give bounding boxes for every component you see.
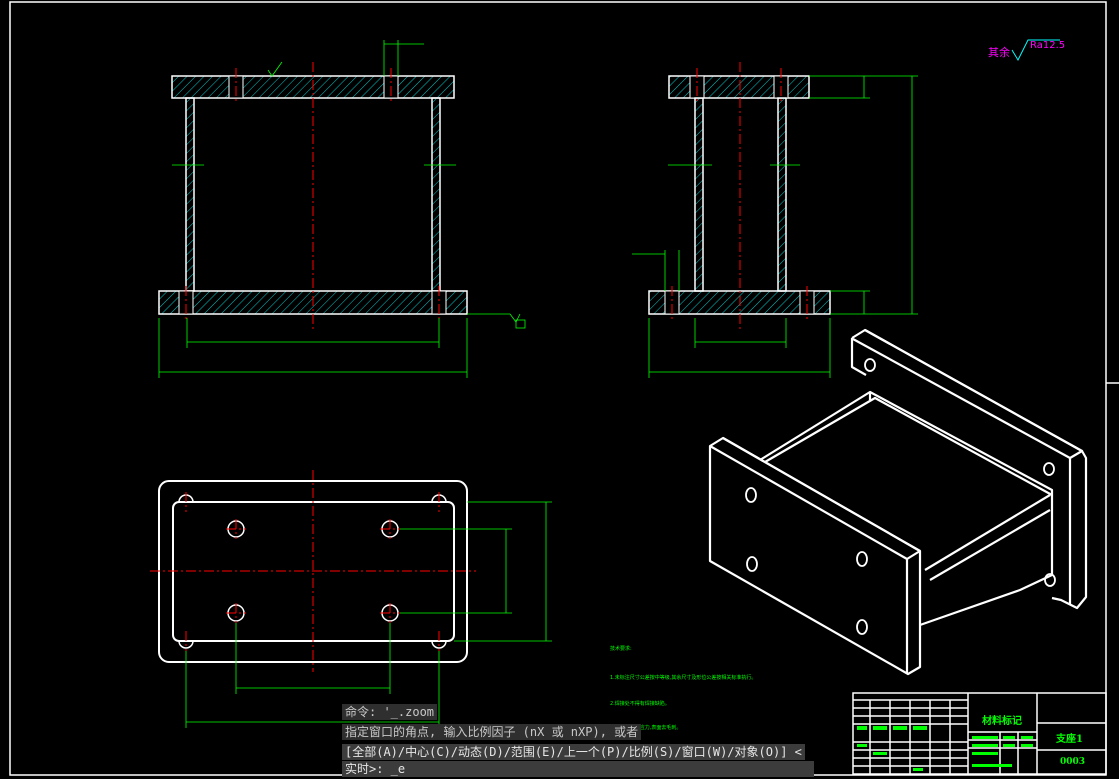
drawing-number: 0003 bbox=[1060, 757, 1086, 767]
roughness-value: Ra12.5 bbox=[1030, 40, 1066, 51]
drawing-frame bbox=[9, 1, 1119, 776]
notes-item-1: 1.未标注尺寸公差按中等级,其余尺寸及形位公差按相关标准执行。 bbox=[610, 675, 757, 681]
front-view[interactable] bbox=[158, 40, 526, 378]
part-name: 支座1 bbox=[1056, 734, 1083, 745]
roughness-symbol bbox=[1011, 39, 1060, 62]
command-input[interactable]: 实时>: _e bbox=[342, 761, 814, 777]
notes-item-3: 3.焊后消除内应力,表面去毛刺。 bbox=[610, 725, 682, 731]
command-history-line-1: 命令: '_.zoom bbox=[342, 704, 438, 720]
command-history-line-2: 指定窗口的角点, 输入比例因子 (nX 或 nXP), 或者 bbox=[342, 724, 642, 740]
material-label: 材料标记 bbox=[982, 716, 1022, 727]
notes-heading: 技术要求: bbox=[610, 646, 632, 652]
title-block-fills bbox=[857, 726, 1033, 771]
roughness-prefix: 其余 bbox=[988, 46, 1010, 59]
isometric-view[interactable] bbox=[708, 328, 1088, 676]
command-history-line-3: [全部(A)/中心(C)/动态(D)/范围(E)/上一个(P)/比例(S)/窗口… bbox=[342, 744, 805, 760]
notes-item-2: 2.焊接处不得有焊接缺陷。 bbox=[610, 701, 670, 707]
side-view[interactable] bbox=[632, 62, 918, 378]
top-view[interactable] bbox=[150, 470, 552, 728]
title-block bbox=[852, 692, 1107, 775]
